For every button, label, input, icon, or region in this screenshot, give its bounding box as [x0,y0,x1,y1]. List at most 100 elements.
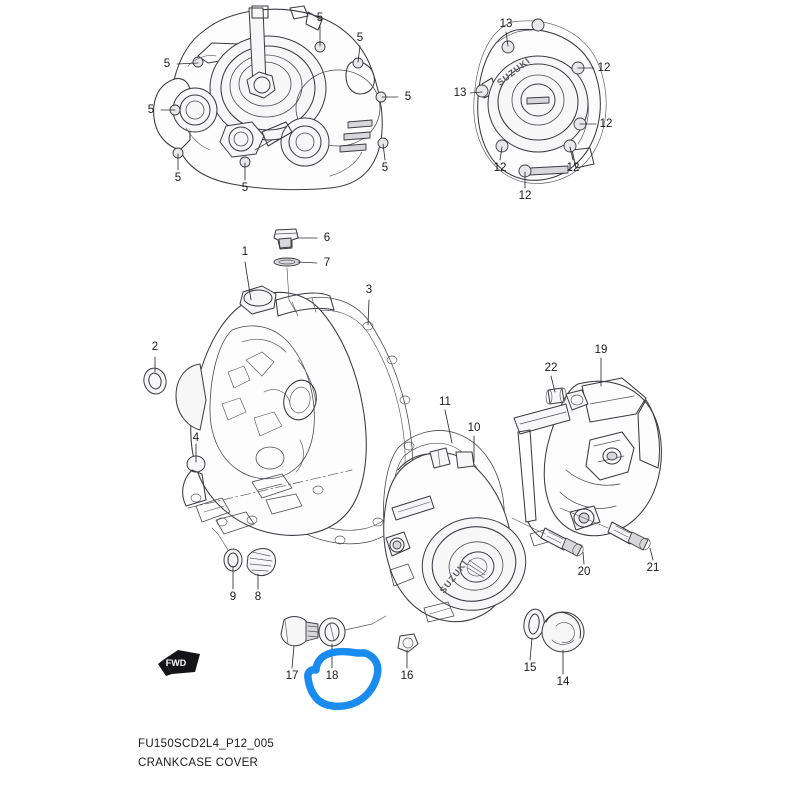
callout-number: 12 [494,162,507,174]
part-20-bolt [540,527,584,557]
callout-leader [176,62,199,65]
callout-5: 5 [164,58,199,70]
callout-5: 5 [148,104,176,116]
callout-13: 13 [500,18,513,47]
callout-leader [444,409,453,444]
callout-number: 16 [401,670,414,682]
callout-number: 19 [595,344,608,356]
callout-leader [582,551,585,565]
callout-5: 5 [242,162,248,194]
callout-9: 9 [230,565,236,603]
callout-12: 12 [567,146,580,174]
callout-10: 10 [468,422,481,463]
fwd-direction-marker: FWD [158,650,200,676]
callout-number: 1 [242,246,248,258]
part-17-drain-plug [280,616,319,647]
callout-leader [291,645,295,669]
callout-leader [367,299,370,326]
callout-number: 5 [317,12,323,24]
callout-12: 12 [494,146,507,174]
callout-number: 13 [454,87,467,99]
callout-number: 9 [230,591,236,603]
callout-number: 14 [557,676,570,688]
callout-12: 12 [519,171,532,202]
part-9-washer [223,548,243,572]
callout-leader [505,31,509,47]
callout-number: 15 [524,662,537,674]
part-2-oil-seal [143,367,167,395]
callout-leader [569,146,574,161]
crankcase-cover-assembly [143,228,415,545]
caption-part-code: FU150SCD2L4_P12_005 [138,738,275,750]
callout-number: 13 [500,18,513,30]
callout-number: 8 [255,591,261,603]
callout-5: 5 [175,153,181,184]
callout-leader [649,547,654,561]
callout-number: 20 [578,566,591,578]
part-18-washer [318,617,346,647]
callout-number: 6 [324,232,330,244]
callout-leader [469,91,483,94]
callout-19: 19 [595,344,608,387]
callout-4: 4 [193,432,200,463]
callout-leader [550,375,556,393]
callout-leader [357,45,361,63]
callout-number: 17 [286,670,299,682]
callout-number: 5 [148,104,154,116]
callout-5: 5 [381,91,411,103]
callout-leader [382,143,386,161]
callout-number: 7 [324,257,330,269]
callout-number: 12 [519,190,532,202]
callout-number: 12 [600,118,613,130]
caption-block: FU150SCD2L4_P12_005 CRANKCASE COVER [138,735,274,773]
callout-number: 12 [598,62,611,74]
callout-12: 12 [577,62,611,74]
part-16-bolt [397,633,419,653]
callout-leader [529,637,533,661]
callout-number: 12 [567,162,580,174]
callout-13: 13 [454,87,483,99]
clutch-cover-bolt-bosses [169,41,389,168]
sprocket-cover-assembly [513,377,662,547]
callout-number: 11 [439,396,451,408]
callout-number: 5 [357,32,363,44]
callout-number: 21 [647,562,660,574]
callout-14: 14 [557,649,570,688]
part-15-o-ring [523,608,545,640]
callout-16: 16 [401,649,414,682]
callout-leader [244,261,252,301]
callout-number: 3 [366,284,372,296]
callout-6: 6 [296,232,330,244]
callout-7: 7 [297,257,330,269]
callout-leader [297,261,318,264]
callout-number: 5 [242,182,248,194]
callout-layer: 1234555555556789101112121212121313141516… [148,12,660,688]
part-8-oil-plug [246,548,276,577]
callout-5: 5 [317,12,323,47]
callout-15: 15 [524,637,537,674]
magneto-cover-assembly: SUZUKI [473,18,607,184]
callout-5: 5 [382,143,388,174]
fwd-label: FWD [166,658,187,668]
part-21-bolt [607,521,651,551]
cover-bolt-pads [190,485,324,527]
part-7-o-ring [273,257,301,267]
callout-2: 2 [152,341,158,373]
callout-12: 12 [579,118,613,130]
callout-5: 5 [357,32,363,63]
part-22-bushing [545,387,567,405]
callout-21: 21 [647,547,660,574]
callout-17: 17 [286,645,299,682]
clutch-cover-assembly [153,5,389,191]
callout-1: 1 [242,246,252,301]
callout-number: 2 [152,341,158,353]
caption-title: CRANKCASE COVER [138,757,259,769]
callout-number: 10 [468,422,481,434]
generator-cover-assembly: SUZUKI [383,430,527,623]
callout-number: 5 [382,162,388,174]
callout-number: 18 [326,670,339,682]
part-6-filler-cap [273,228,299,250]
callout-number: 5 [175,172,181,184]
callout-8: 8 [255,573,261,603]
